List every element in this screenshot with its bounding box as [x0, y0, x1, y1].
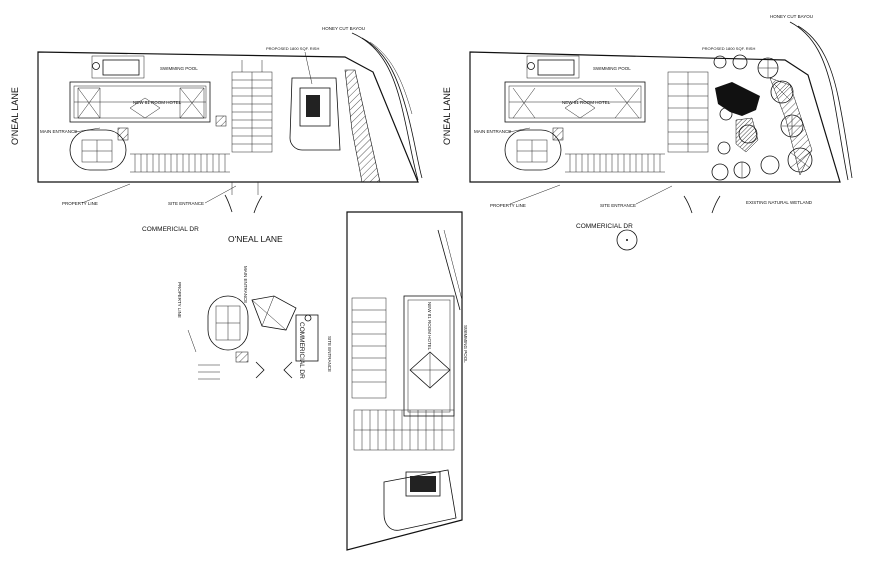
parking-stalls-horizontal [353, 409, 455, 451]
proposed-label: PROPOSED 1800 SQF. RISH [702, 46, 755, 51]
right-site-plan: O'NEAL LANE COMMERICIAL DR HONEY CUT BAY… [442, 14, 853, 251]
proposed-building [299, 87, 331, 127]
property-boundary [37, 51, 419, 183]
swimming-pool [102, 59, 140, 76]
bayou-label: HONEY CUT BAYOU [322, 26, 365, 31]
entrance-label: MAIN ENTRANCE [474, 129, 511, 134]
parking-stalls-bottom [569, 154, 661, 172]
rotated-site-plan: NEW 81 ROOM HOTEL SWIMMING POOL [346, 211, 468, 551]
hotel-label: NEW 81 ROOM HOTEL [427, 302, 432, 351]
hotel-building [504, 81, 646, 123]
pool-label: SWIMMING POOL [463, 325, 468, 363]
bayou-line [789, 21, 849, 181]
site-entrance-label: SITE ENTRANCE [600, 203, 636, 208]
building-lot [289, 77, 341, 151]
road-label: COMMERICIAL DR [142, 226, 199, 233]
wetland-label: EXISTING NATURAL WETLAND [746, 200, 813, 205]
dense-vegetation [715, 82, 760, 116]
property-line-label: PROPERTY LINE [177, 282, 182, 318]
left-site-plan: O'NEAL LANE COMMERICIAL DR HONEY CUT BAY… [10, 26, 423, 233]
hotel-building [251, 295, 297, 331]
parking-stalls-vertical [231, 60, 273, 153]
parking-stalls-bottom [134, 154, 226, 172]
dense-vegetation [735, 117, 759, 153]
bayou-label: HONEY CUT BAYOU [770, 14, 813, 19]
property-line-label: PROPERTY LINE [62, 201, 98, 206]
north-marker [616, 229, 638, 251]
bayou-line [351, 32, 419, 181]
proposed-building-fill [410, 476, 436, 492]
hotel-building [403, 295, 455, 417]
road-label: COMMERICIAL DR [576, 223, 633, 230]
wetland-hatch [344, 69, 381, 183]
entrance-roundabout [207, 295, 249, 363]
site-entrance-label: SITE ENTRANCE [327, 336, 332, 372]
proposed-building-fill [306, 95, 320, 117]
road-label: COMMERICIAL DR [298, 322, 305, 379]
wetland-hatch [769, 77, 813, 176]
bayou-line [369, 41, 413, 115]
parking-stalls-vertical [351, 297, 387, 399]
building-lot [383, 469, 457, 531]
property-line-label: PROPERTY LINE [490, 203, 526, 208]
pool-label: SWIMMING POOL [593, 66, 631, 71]
hotel-label: NEW 81 ROOM HOTEL [133, 100, 182, 105]
hotel-label: NEW 81 ROOM HOTEL [562, 100, 611, 105]
entrance-roundabout [69, 127, 129, 171]
site-entrance-label: SITE ENTRANCE [168, 201, 204, 206]
bayou-line [797, 25, 853, 179]
pool-label: SWIMMING POOL [160, 66, 198, 71]
site-entrance-curve [253, 195, 263, 214]
proposed-building [405, 471, 441, 497]
site-entrance-curve [224, 194, 233, 213]
road-label: O'NEAL LANE [442, 87, 452, 145]
entrance-label: MAIN ENTRANCE [40, 129, 77, 134]
parking-stalls-vertical [667, 71, 709, 153]
parking-rows [130, 153, 230, 173]
proposed-label: PROPOSED 1800 SQF. RISH [266, 46, 319, 51]
rotated-entrance-detail: PROPERTY LINE MAIN ENTRANCE COMMERICIAL … [177, 234, 332, 380]
road-label: O'NEAL LANE [10, 87, 20, 145]
bayou-line [361, 37, 423, 179]
property-boundary [469, 51, 841, 183]
entrance-label: MAIN ENTRANCE [243, 266, 248, 303]
entrance-roundabout [504, 127, 564, 171]
road-label: O'NEAL LANE [228, 234, 283, 244]
hotel-building [69, 81, 211, 123]
property-boundary [346, 211, 463, 551]
